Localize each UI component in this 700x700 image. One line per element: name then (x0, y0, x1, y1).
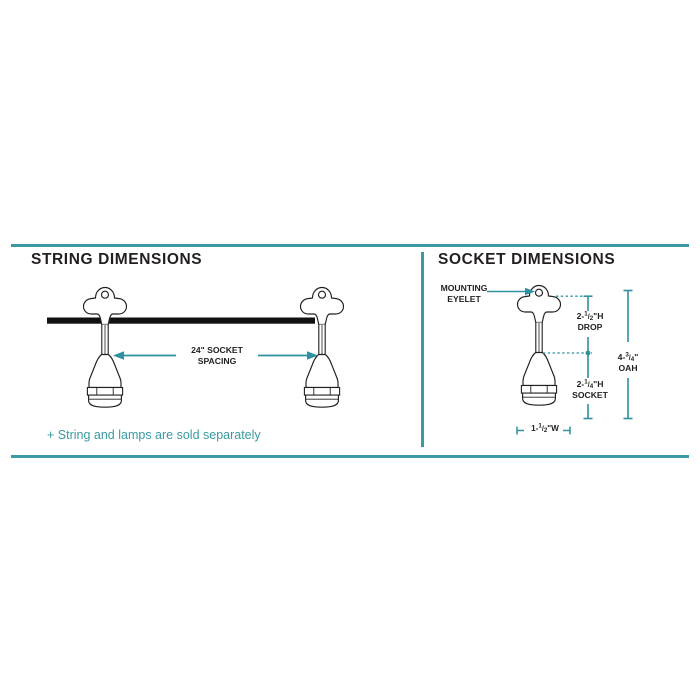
panel-vertical-divider (421, 252, 424, 447)
bottom-horizontal-rule (11, 455, 689, 458)
drop-dimension-label: 2-1/2"H DROP (566, 311, 614, 332)
socket-detail (516, 284, 562, 406)
drop-dimension-value: 2-1/2"H (576, 310, 604, 322)
socket-spacing-label-line2: SPACING (197, 355, 237, 366)
oah-dimension-caption: OAH (618, 362, 638, 373)
socket-dimension-label: 2-1/4"H SOCKET (563, 379, 617, 400)
socket-left (82, 286, 128, 408)
width-dimension-line (516, 426, 571, 435)
mounting-eyelet-label-line2: EYELET (447, 293, 481, 304)
string-diagram (47, 286, 345, 408)
width-dimension-value: 1-1/2"W (531, 422, 559, 434)
socket-spacing-dimension (113, 351, 318, 360)
socket-right (299, 286, 345, 408)
drop-dimension-caption: DROP (577, 321, 603, 332)
socket-spacing-label: 24" SOCKET SPACING (180, 345, 254, 366)
socket-detail-diagram (487, 284, 633, 435)
width-dimension-label: 1-1/2"W (513, 422, 577, 434)
string-dimensions-title: STRING DIMENSIONS (31, 251, 203, 268)
socket-dimensions-title: SOCKET DIMENSIONS (438, 251, 616, 268)
oah-dimension-line (623, 289, 633, 420)
socket-dimension-line (583, 353, 593, 420)
socket-dimension-value: 2-1/4"H (576, 378, 604, 390)
oah-dimension-label: 4-3/4" OAH (606, 352, 650, 373)
mounting-eyelet-label-line1: MOUNTING (440, 283, 488, 293)
socket-dimension-caption: SOCKET (572, 389, 608, 400)
string-cord (47, 317, 315, 324)
mounting-eyelet-leader (487, 287, 535, 296)
sold-separately-note: + String and lamps are sold separately (47, 428, 261, 442)
top-horizontal-rule (11, 244, 689, 247)
mounting-eyelet-label: MOUNTING EYELET (434, 283, 494, 304)
socket-spacing-label-line1: 24" SOCKET (191, 345, 243, 355)
oah-dimension-value: 4-3/4" (617, 351, 639, 363)
